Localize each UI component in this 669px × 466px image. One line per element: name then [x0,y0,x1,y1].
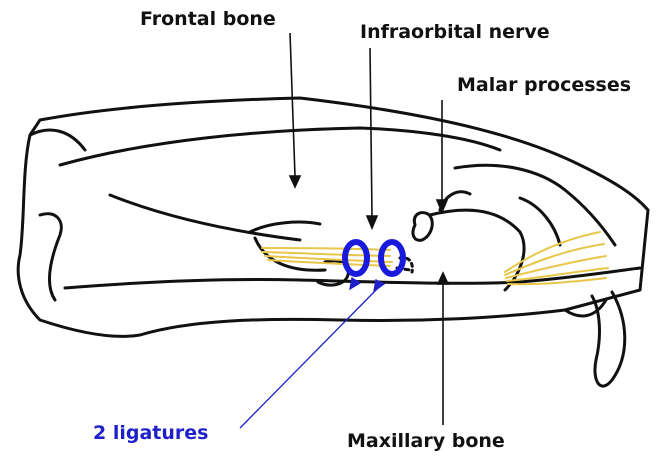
label-malar-processes: Malar processes [457,76,631,95]
arrow-lig-head-1 [350,278,360,289]
nerve-line-1 [262,248,390,250]
nerve-line-2 [262,252,390,256]
occipital-curve [40,214,61,300]
arrow-frontal-head [290,176,300,187]
arrow-maxill-head [438,273,448,284]
label-frontal-bone: Frontal bone [140,10,276,29]
arrow-lig-line [240,288,378,428]
maxillary-line [520,198,560,245]
label-maxillary-bone: Maxillary bone [347,432,505,451]
incisor-tooth [592,292,625,386]
arrow-infra-line [370,48,372,216]
label-ligatures: 2 ligatures [93,424,208,443]
skull-outline [18,98,648,336]
label-infraorbital-nerve: Infraorbital nerve [360,23,550,42]
arrow-frontal-line [290,33,295,176]
zygomatic-left [250,222,320,232]
malar-loop [413,213,432,241]
arrow-malar-head [437,200,447,212]
occipital-line [30,130,85,150]
arrow-infra-head [367,216,377,228]
ligature-1 [345,242,367,274]
dorsal-line [60,128,500,165]
frontal-inner-line [110,195,300,240]
